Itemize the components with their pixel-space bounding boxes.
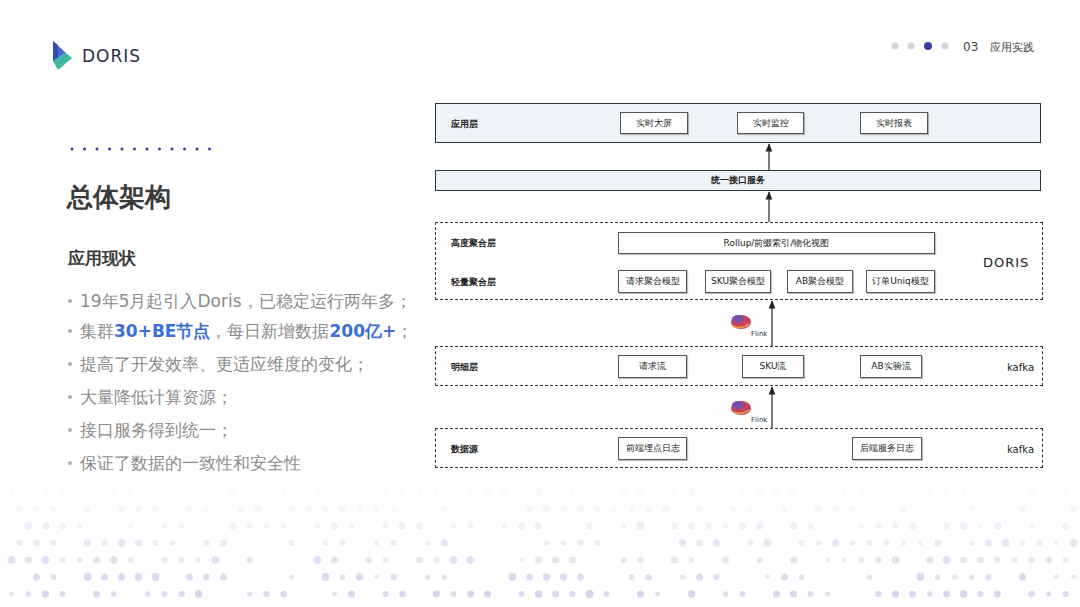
page-dots (892, 42, 949, 50)
box-label: 实时报表 (876, 118, 912, 129)
box-label: 请求聚合模型 (626, 276, 680, 287)
section-heading: 应用现状 (68, 248, 136, 268)
bullet-text: 保证了数据的一致性和安全性 (80, 453, 301, 473)
dotted-rule (72, 148, 210, 151)
highlight-figure: 200亿+ (329, 321, 396, 341)
box-label: 统一接口服务 (711, 175, 765, 186)
bullet-line: 大量降低计算资源； (80, 387, 233, 407)
layer-label: 明细层 (451, 362, 478, 373)
bullet-text: 接口服务得到统一； (80, 420, 233, 440)
bullet-text: 大量降低计算资源； (80, 387, 233, 407)
layer-label: 高度聚合层 (451, 238, 496, 249)
process-box: 订单Uniq模型 (866, 270, 935, 293)
process-box: SKU流 (742, 355, 804, 378)
bullet-text: 集群 (80, 321, 114, 341)
slide-title: 总体架构 (67, 182, 171, 213)
bullet-line: 19年5月起引入Doris，已稳定运行两年多； (80, 291, 412, 311)
layer-label: 数据源 (451, 444, 478, 455)
process-box: 请求聚合模型 (618, 270, 687, 293)
box-label: Rollup/前缀索引/物化视图 (724, 238, 830, 249)
highlight-figure: 30+BE节点 (114, 321, 210, 341)
layer-band: Rollup/前缀索引/物化视图请求聚合模型 SKU聚合模型 AB聚合模型 订单Uni… (435, 222, 1043, 300)
layer-band: 实时大屏 实时监控 实时报表 应用层 (435, 103, 1041, 143)
page-marker: 03 (963, 40, 978, 54)
layer-band: 请求流 SKU流 AB实验流 明细层 kafka (435, 346, 1043, 386)
box-label: 实时大屏 (636, 118, 672, 129)
layer-label: kafka (1007, 362, 1034, 374)
box-label: SKU聚合模型 (711, 276, 765, 287)
service-bar: 统一接口服务 (435, 170, 1041, 191)
flow-arrow (771, 301, 772, 346)
bullet-line: 保证了数据的一致性和安全性 (80, 453, 301, 473)
process-box: AB实验流 (860, 355, 922, 378)
flow-arrow (771, 387, 772, 428)
bullet-line: 接口服务得到统一； (80, 420, 233, 440)
bullet-text: ，每日新增数据 (210, 321, 329, 341)
bullet-text: 19年5月起引入Doris，已稳定运行两年多； (80, 291, 412, 311)
box-label: 后端服务日志 (860, 443, 914, 454)
flow-arrow (768, 192, 769, 222)
flow-arrow (768, 144, 769, 170)
box-label: AB聚合模型 (796, 276, 844, 287)
process-box: 实时监控 (737, 112, 804, 134)
edge-label: Flink (751, 416, 767, 424)
layer-label: DORIS (983, 255, 1029, 271)
process-box: AB聚合模型 (787, 270, 853, 293)
process-box: SKU聚合模型 (705, 270, 771, 293)
logo-icon (53, 41, 72, 70)
box-label: 请求流 (639, 361, 666, 372)
logo-text: DORIS (82, 46, 141, 66)
flink-icon (731, 315, 751, 329)
process-box: 实时报表 (860, 112, 928, 134)
box-label: 前端埋点日志 (626, 443, 680, 454)
layer-band: 前端埋点日志 后端服务日志 数据源 kafka (435, 428, 1043, 468)
process-box: 后端服务日志 (852, 437, 922, 460)
dot-texture (8, 488, 1080, 598)
flink-icon (731, 401, 751, 415)
bullet-line: 提高了开发效率、更适应维度的变化； (80, 354, 369, 374)
box-label: 订单Uniq模型 (872, 276, 929, 287)
page-marker: 应用实践 (990, 41, 1034, 54)
box-label: 实时监控 (753, 118, 789, 129)
layer-label: 轻量聚合层 (451, 277, 496, 288)
bullet-line: 集群30+BE节点，每日新增数据200亿+； (80, 321, 413, 341)
process-box: Rollup/前缀索引/物化视图 (618, 232, 935, 254)
bullet-text: ； (396, 321, 413, 341)
process-box: 请求流 (618, 355, 687, 378)
process-box: 前端埋点日志 (618, 437, 687, 460)
edge-label: Flink (751, 330, 767, 338)
box-label: AB实验流 (871, 361, 910, 372)
process-box: 实时大屏 (620, 112, 688, 134)
bullet-text: 提高了开发效率、更适应维度的变化； (80, 354, 369, 374)
layer-label: kafka (1007, 444, 1034, 456)
box-label: SKU流 (760, 361, 787, 372)
bullet-dots (68, 299, 72, 465)
layer-label: 应用层 (451, 119, 478, 130)
